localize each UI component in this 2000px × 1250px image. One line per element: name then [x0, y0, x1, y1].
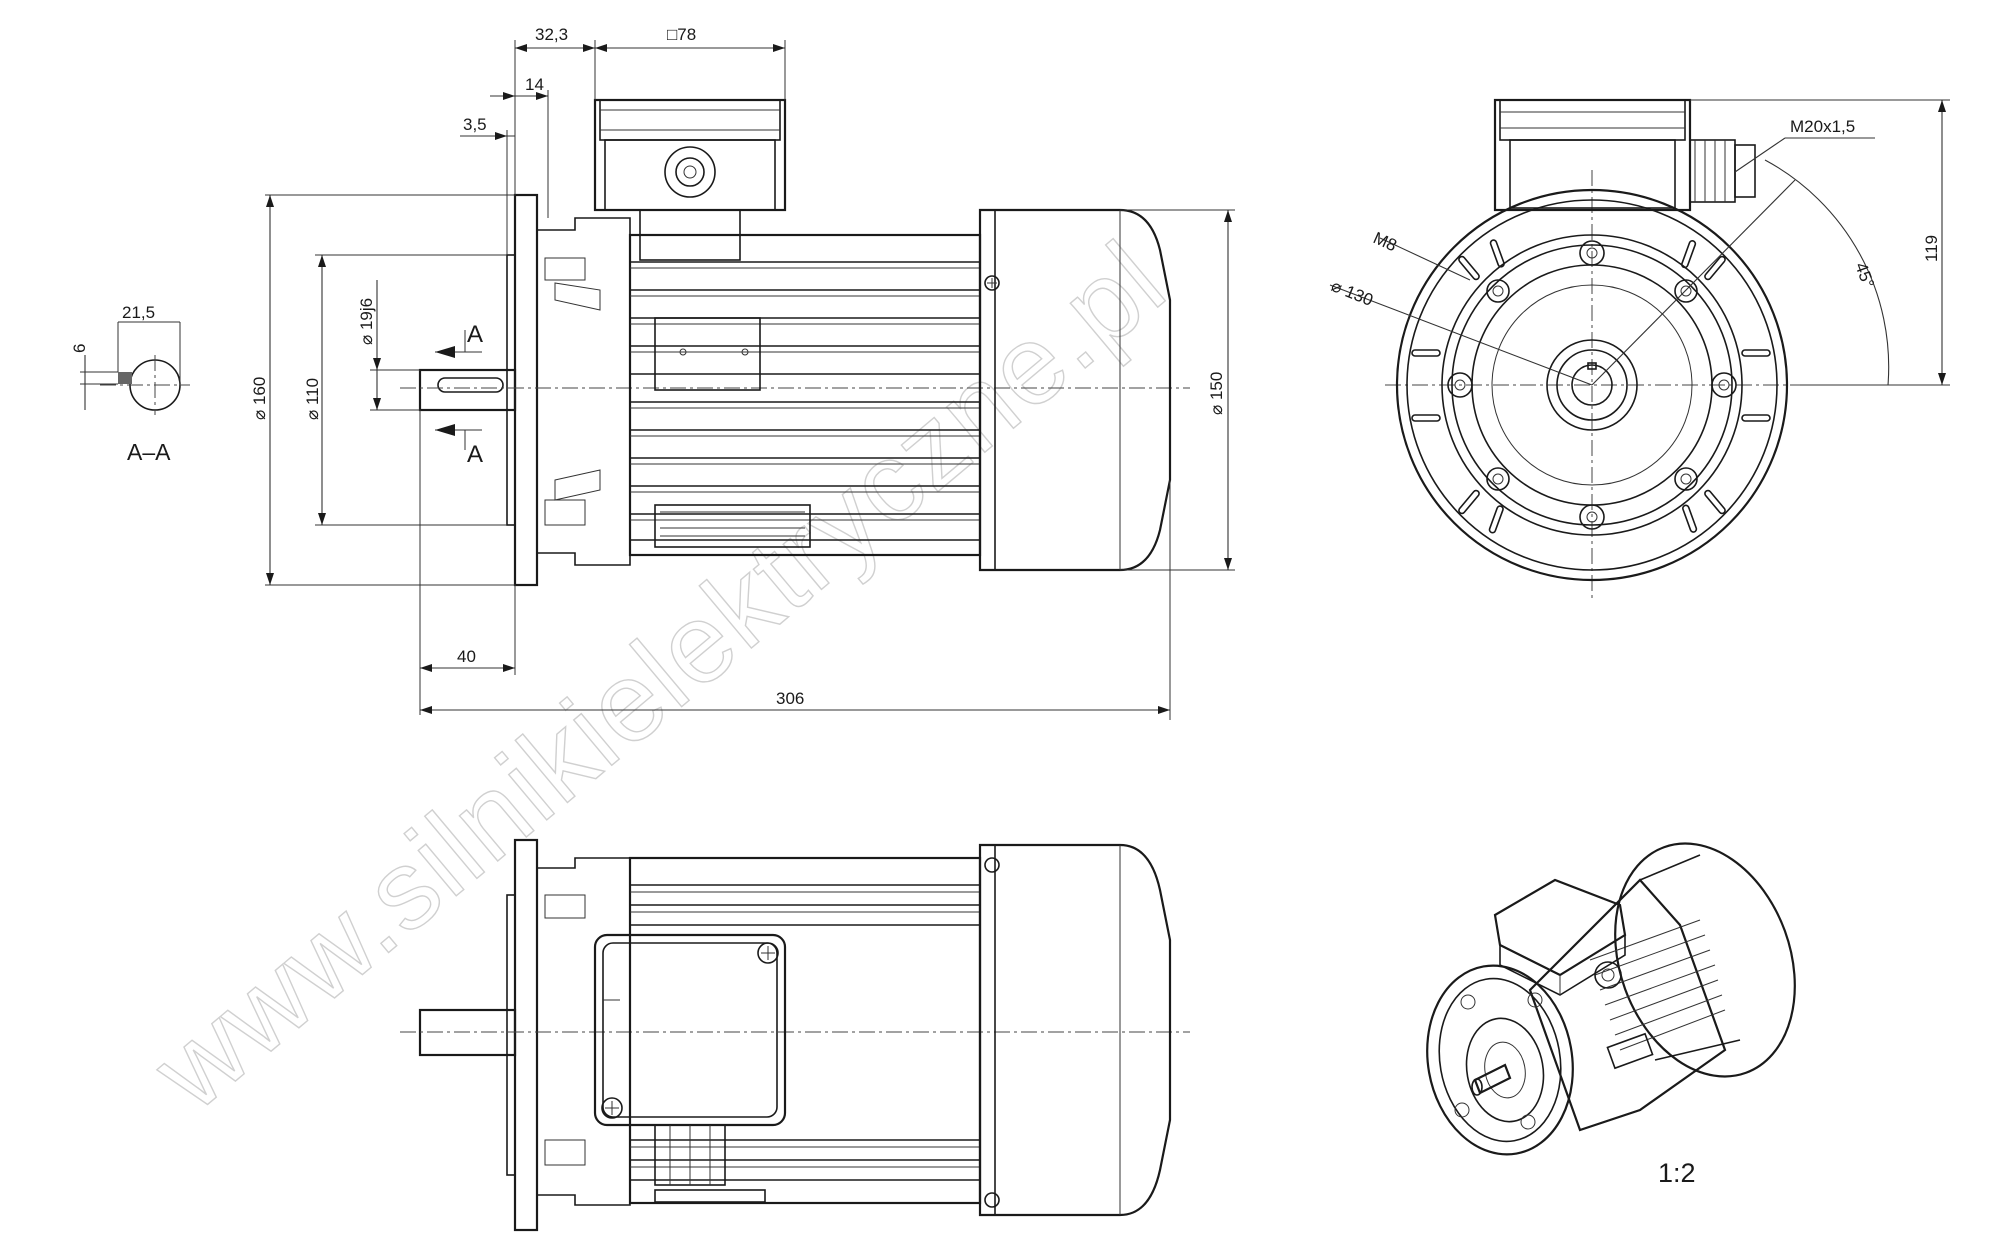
scale-label: 1:2	[1658, 1158, 1696, 1188]
dim-dia-160: ⌀ 160	[250, 377, 269, 420]
watermark: www.silnikielektryczne.pl	[129, 217, 1188, 1134]
dim-21-5: 21,5	[122, 303, 155, 322]
section-marker-top: A	[467, 321, 483, 348]
dim-dia-19j6: ⌀ 19j6	[357, 298, 376, 345]
dim-dia-130: ⌀ 130	[1329, 276, 1376, 310]
dim-m20: M20x1,5	[1790, 117, 1855, 136]
dim-6: 6	[70, 344, 89, 353]
dim-306: 306	[776, 689, 804, 708]
dim-m8: M8	[1370, 228, 1399, 255]
dim-32-3: 32,3	[535, 25, 568, 44]
dim-40: 40	[457, 647, 476, 666]
top-view-bottom	[400, 838, 1190, 1232]
section-a-a: 21,5 6 A–A	[70, 303, 190, 465]
dim-14: 14	[525, 75, 544, 94]
dim-square-78: □78	[667, 25, 696, 44]
section-label: A–A	[127, 439, 171, 465]
dim-119: 119	[1922, 235, 1941, 262]
end-view: 119 M20x1,5 M8 ⌀ 130 45°	[1329, 98, 1950, 600]
side-view-top: A A	[250, 25, 1235, 720]
dim-3-5: 3,5	[463, 115, 487, 134]
isometric-view	[1426, 842, 1796, 1156]
section-marker-bottom: A	[467, 441, 483, 468]
dim-dia-150: ⌀ 150	[1207, 372, 1226, 415]
dim-dia-110: ⌀ 110	[303, 378, 322, 420]
